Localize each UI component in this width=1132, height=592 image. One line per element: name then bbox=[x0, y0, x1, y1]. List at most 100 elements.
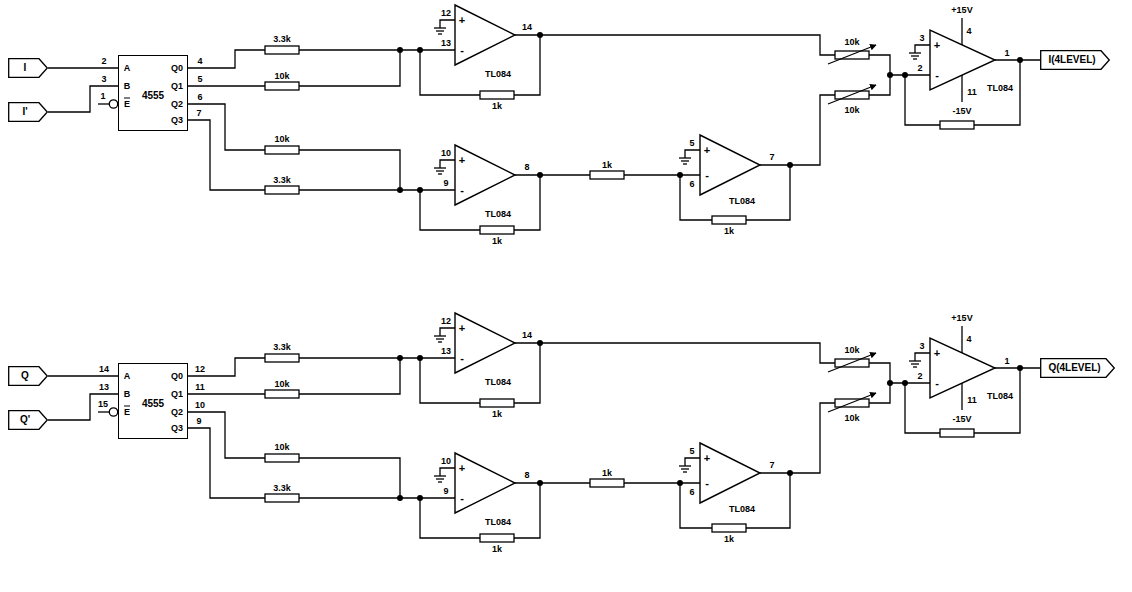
component-label: TL084 bbox=[728, 197, 756, 206]
component-label: 4 bbox=[965, 335, 972, 344]
wire bbox=[514, 175, 540, 230]
wire bbox=[299, 49, 455, 50]
component-label: 3 bbox=[918, 34, 925, 43]
component-label: TL084 bbox=[728, 505, 756, 514]
signal-tag: Q' bbox=[8, 410, 48, 430]
wire bbox=[515, 174, 590, 175]
wire bbox=[685, 458, 700, 466]
ground-bar bbox=[683, 163, 687, 164]
wire bbox=[188, 358, 265, 376]
ground-bar bbox=[438, 341, 442, 342]
pin-name: Q0 bbox=[170, 64, 184, 73]
component-label: 10k bbox=[843, 106, 860, 115]
component-label: 6 bbox=[688, 180, 695, 189]
inversion-bubble bbox=[109, 100, 117, 108]
wire bbox=[915, 45, 930, 53]
pin-number: 5 bbox=[196, 75, 203, 84]
component-label: 14 bbox=[521, 331, 533, 340]
component-label: 1 bbox=[1003, 49, 1010, 58]
wire bbox=[440, 20, 455, 28]
component-label: TL084 bbox=[484, 518, 512, 527]
pin-name: Q3 bbox=[170, 424, 184, 433]
pin-name: Q2 bbox=[170, 100, 184, 109]
tag-shape bbox=[9, 367, 48, 386]
wire bbox=[974, 368, 1020, 433]
wire bbox=[869, 363, 890, 403]
ground-bar bbox=[436, 478, 444, 479]
resistor-symbol bbox=[712, 216, 746, 224]
wire bbox=[961, 75, 962, 102]
component-label: 11 bbox=[966, 88, 978, 97]
wire bbox=[188, 428, 265, 498]
component-label: 1k bbox=[723, 535, 735, 544]
ground-bar bbox=[436, 30, 444, 31]
component-label: TL084 bbox=[484, 378, 512, 387]
resistor-symbol bbox=[480, 91, 514, 99]
resistor-symbol bbox=[590, 171, 624, 179]
wire bbox=[961, 326, 962, 353]
ground-bar bbox=[438, 481, 442, 482]
pin-name: E bbox=[123, 408, 131, 417]
wire bbox=[624, 482, 700, 483]
opamp-input-sign: - bbox=[704, 478, 710, 489]
opamp-symbol bbox=[700, 443, 760, 503]
component-label: 1 bbox=[1003, 357, 1010, 366]
tag-shape bbox=[1041, 359, 1115, 378]
junction-dot bbox=[1017, 57, 1023, 63]
opamp-symbol bbox=[455, 453, 515, 513]
component-label: 10k bbox=[843, 38, 860, 47]
opamp-symbol bbox=[455, 313, 515, 373]
resistor-symbol bbox=[265, 454, 299, 462]
wire bbox=[515, 35, 835, 55]
wire bbox=[98, 411, 109, 412]
component-label: 10 bbox=[440, 149, 452, 158]
junction-dot bbox=[397, 495, 403, 501]
node-text: Q(4LEVEL) bbox=[1048, 363, 1100, 373]
junction-dot bbox=[902, 380, 908, 386]
node-text: Q bbox=[21, 371, 29, 381]
resistor-symbol bbox=[480, 226, 514, 234]
wire bbox=[188, 120, 265, 190]
node-text: 4555 bbox=[142, 399, 164, 409]
opamp-symbol bbox=[700, 135, 760, 195]
opamp-input-sign: - bbox=[934, 378, 940, 389]
wire bbox=[440, 160, 455, 168]
resistor-symbol bbox=[265, 146, 299, 154]
wire bbox=[890, 74, 930, 75]
node-text: I(4LEVEL) bbox=[1048, 55, 1095, 65]
junction-dot bbox=[397, 47, 403, 53]
wire bbox=[98, 103, 109, 104]
wire bbox=[299, 357, 455, 358]
component-label: 10k bbox=[273, 380, 290, 389]
ground-bar bbox=[434, 27, 446, 28]
component-label: 1k bbox=[723, 227, 735, 236]
resistor-symbol bbox=[940, 121, 974, 129]
ground-symbol bbox=[909, 53, 921, 59]
component-label: TL084 bbox=[986, 392, 1014, 401]
wire bbox=[915, 353, 930, 361]
resistor-symbol bbox=[265, 186, 299, 194]
component-label: 1k bbox=[491, 102, 503, 111]
opamp-input-sign: + bbox=[458, 155, 466, 166]
wire bbox=[299, 458, 400, 498]
ground-symbol bbox=[679, 158, 691, 164]
wire bbox=[746, 473, 790, 528]
wire bbox=[624, 174, 700, 175]
component-label: 12 bbox=[440, 9, 452, 18]
pin-name: Q1 bbox=[170, 82, 184, 91]
component-label: 13 bbox=[440, 347, 452, 356]
junction-dot bbox=[1017, 365, 1023, 371]
resistor-symbol bbox=[712, 524, 746, 532]
signal-tag: I' bbox=[8, 102, 48, 122]
ground-symbol bbox=[434, 28, 446, 34]
opamp-input-sign: - bbox=[459, 353, 465, 364]
wire bbox=[440, 468, 455, 476]
junction-dot bbox=[417, 187, 423, 193]
tag-outline bbox=[8, 58, 48, 78]
component-label: -15V bbox=[951, 415, 972, 424]
wire bbox=[188, 393, 265, 394]
potentiometer-arrow bbox=[828, 45, 876, 64]
component-label: 13 bbox=[440, 39, 452, 48]
opamp-input-sign: + bbox=[703, 145, 711, 156]
pin-name: E bbox=[123, 100, 131, 109]
